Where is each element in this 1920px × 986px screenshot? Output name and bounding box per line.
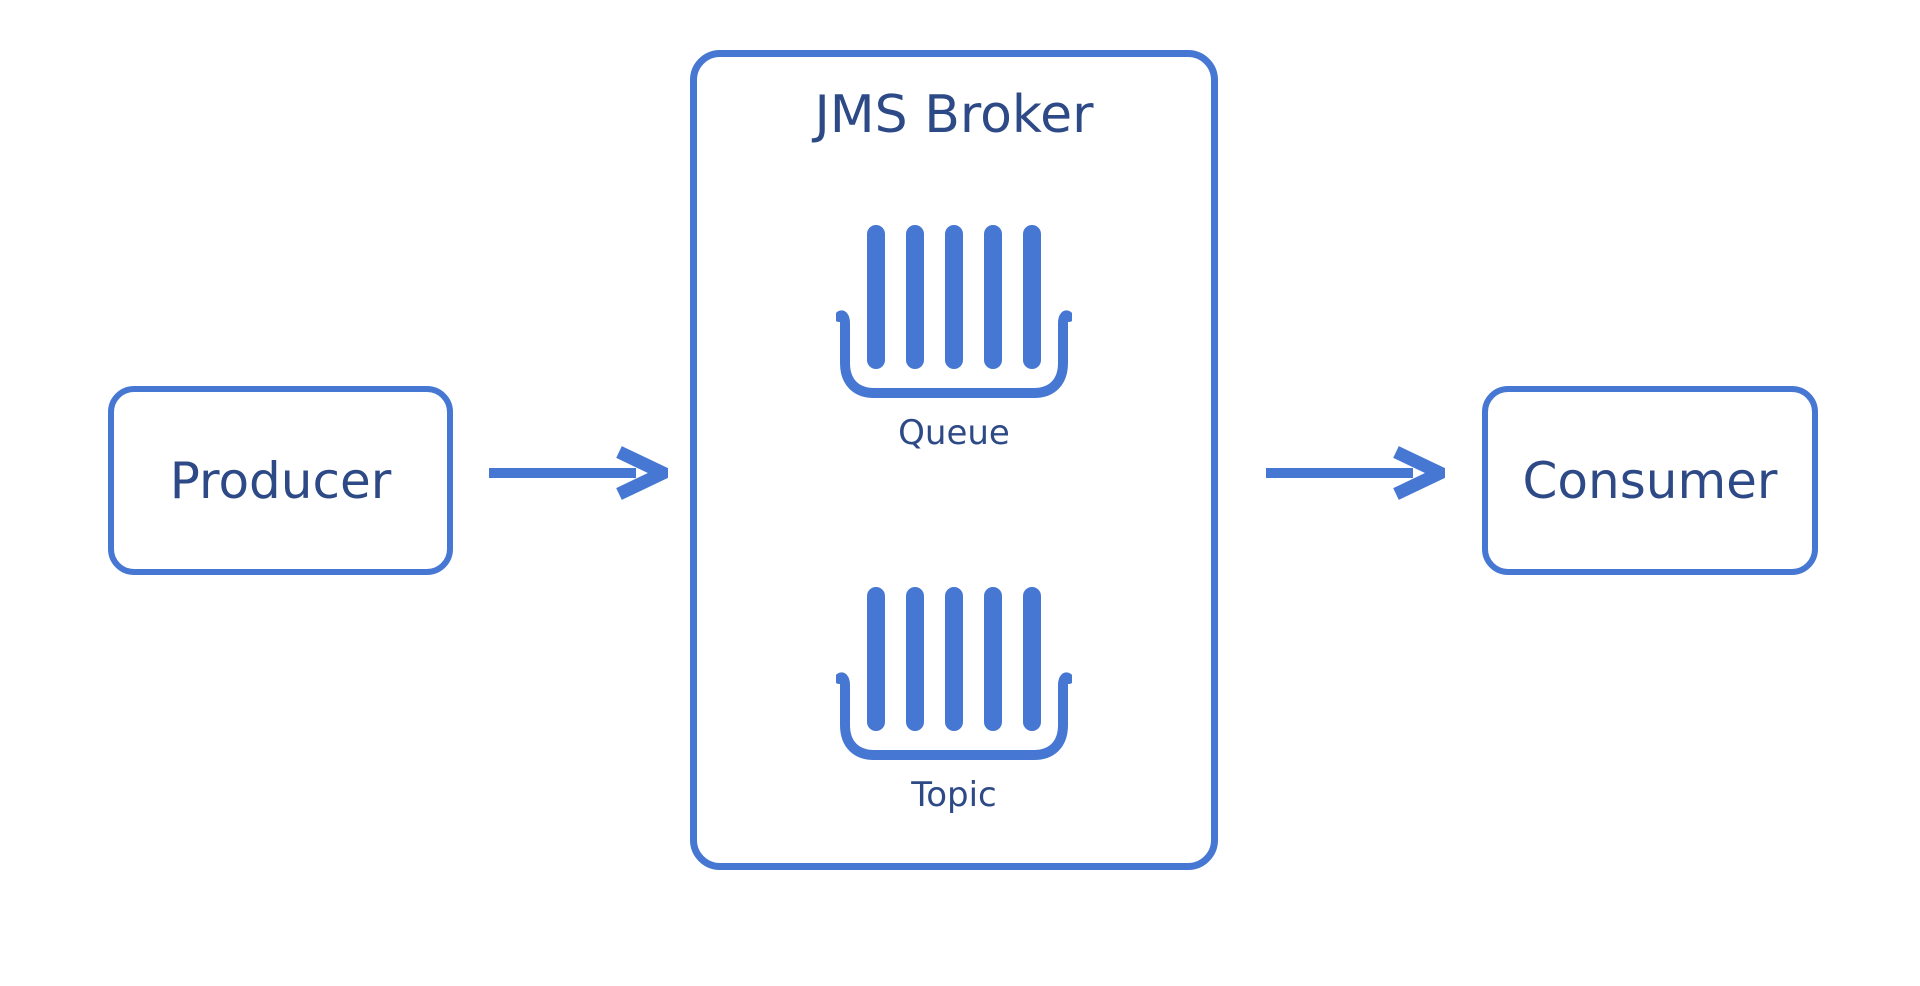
arrow-broker-to-consumer [1263, 446, 1445, 500]
jms-broker-title: JMS Broker [814, 85, 1094, 145]
jms-broker-container: JMS Broker Queue Topic [690, 50, 1218, 870]
arrow-right-icon [1266, 446, 1445, 500]
topic-icon [836, 587, 1072, 760]
topic-label: Topic [911, 775, 997, 815]
consumer-label: Consumer [1522, 451, 1778, 510]
topic-destination: Topic [697, 585, 1211, 816]
arrow-right-icon [489, 446, 668, 500]
producer-node: Producer [108, 386, 453, 575]
queue-destination: Queue [697, 223, 1211, 454]
consumer-node: Consumer [1482, 386, 1818, 575]
producer-label: Producer [169, 451, 392, 510]
queue-label: Queue [898, 413, 1010, 453]
queue-icon [836, 225, 1072, 398]
arrow-producer-to-broker [486, 446, 668, 500]
